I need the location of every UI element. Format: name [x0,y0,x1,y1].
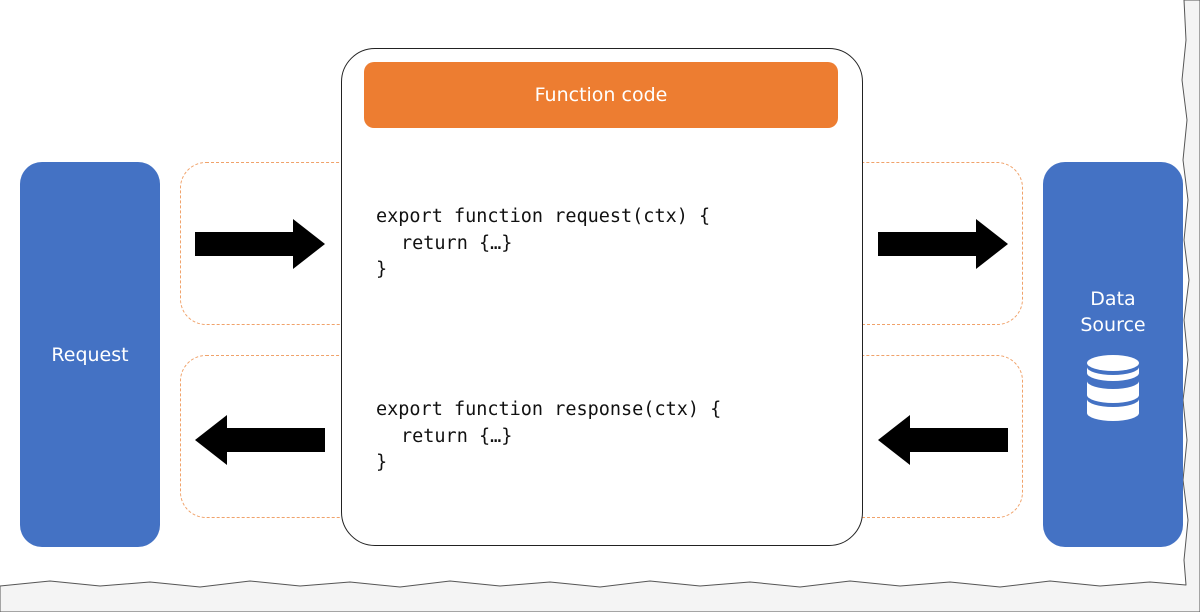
request-out-arrow [878,219,1008,269]
data-source-label-line1: Data [1090,287,1136,310]
database-icon [1087,354,1139,421]
response-out-arrow [195,415,325,465]
response-code-line1: export function response(ctx) { [376,399,722,420]
response-code-line2: return {…} [401,425,513,447]
response-code-block: export function response(ctx) { return {…… [376,397,721,477]
request-code-line2: return {…} [401,232,513,254]
response-code-line3: } [376,452,388,473]
function-code-header: Function code [364,62,838,128]
request-code-line1: export function request(ctx) { [376,206,711,227]
data-source-box: Data Source [1043,162,1183,547]
request-code-line3: } [376,259,388,280]
data-source-label: Data Source [1080,286,1145,338]
request-box: Request [20,162,160,547]
request-code-block: export function request(ctx) { return {…}… [376,204,710,284]
request-label: Request [51,343,129,366]
response-in-arrow [878,415,1008,465]
request-in-arrow [195,219,325,269]
data-source-label-line2: Source [1080,313,1146,336]
function-panel [341,48,863,546]
